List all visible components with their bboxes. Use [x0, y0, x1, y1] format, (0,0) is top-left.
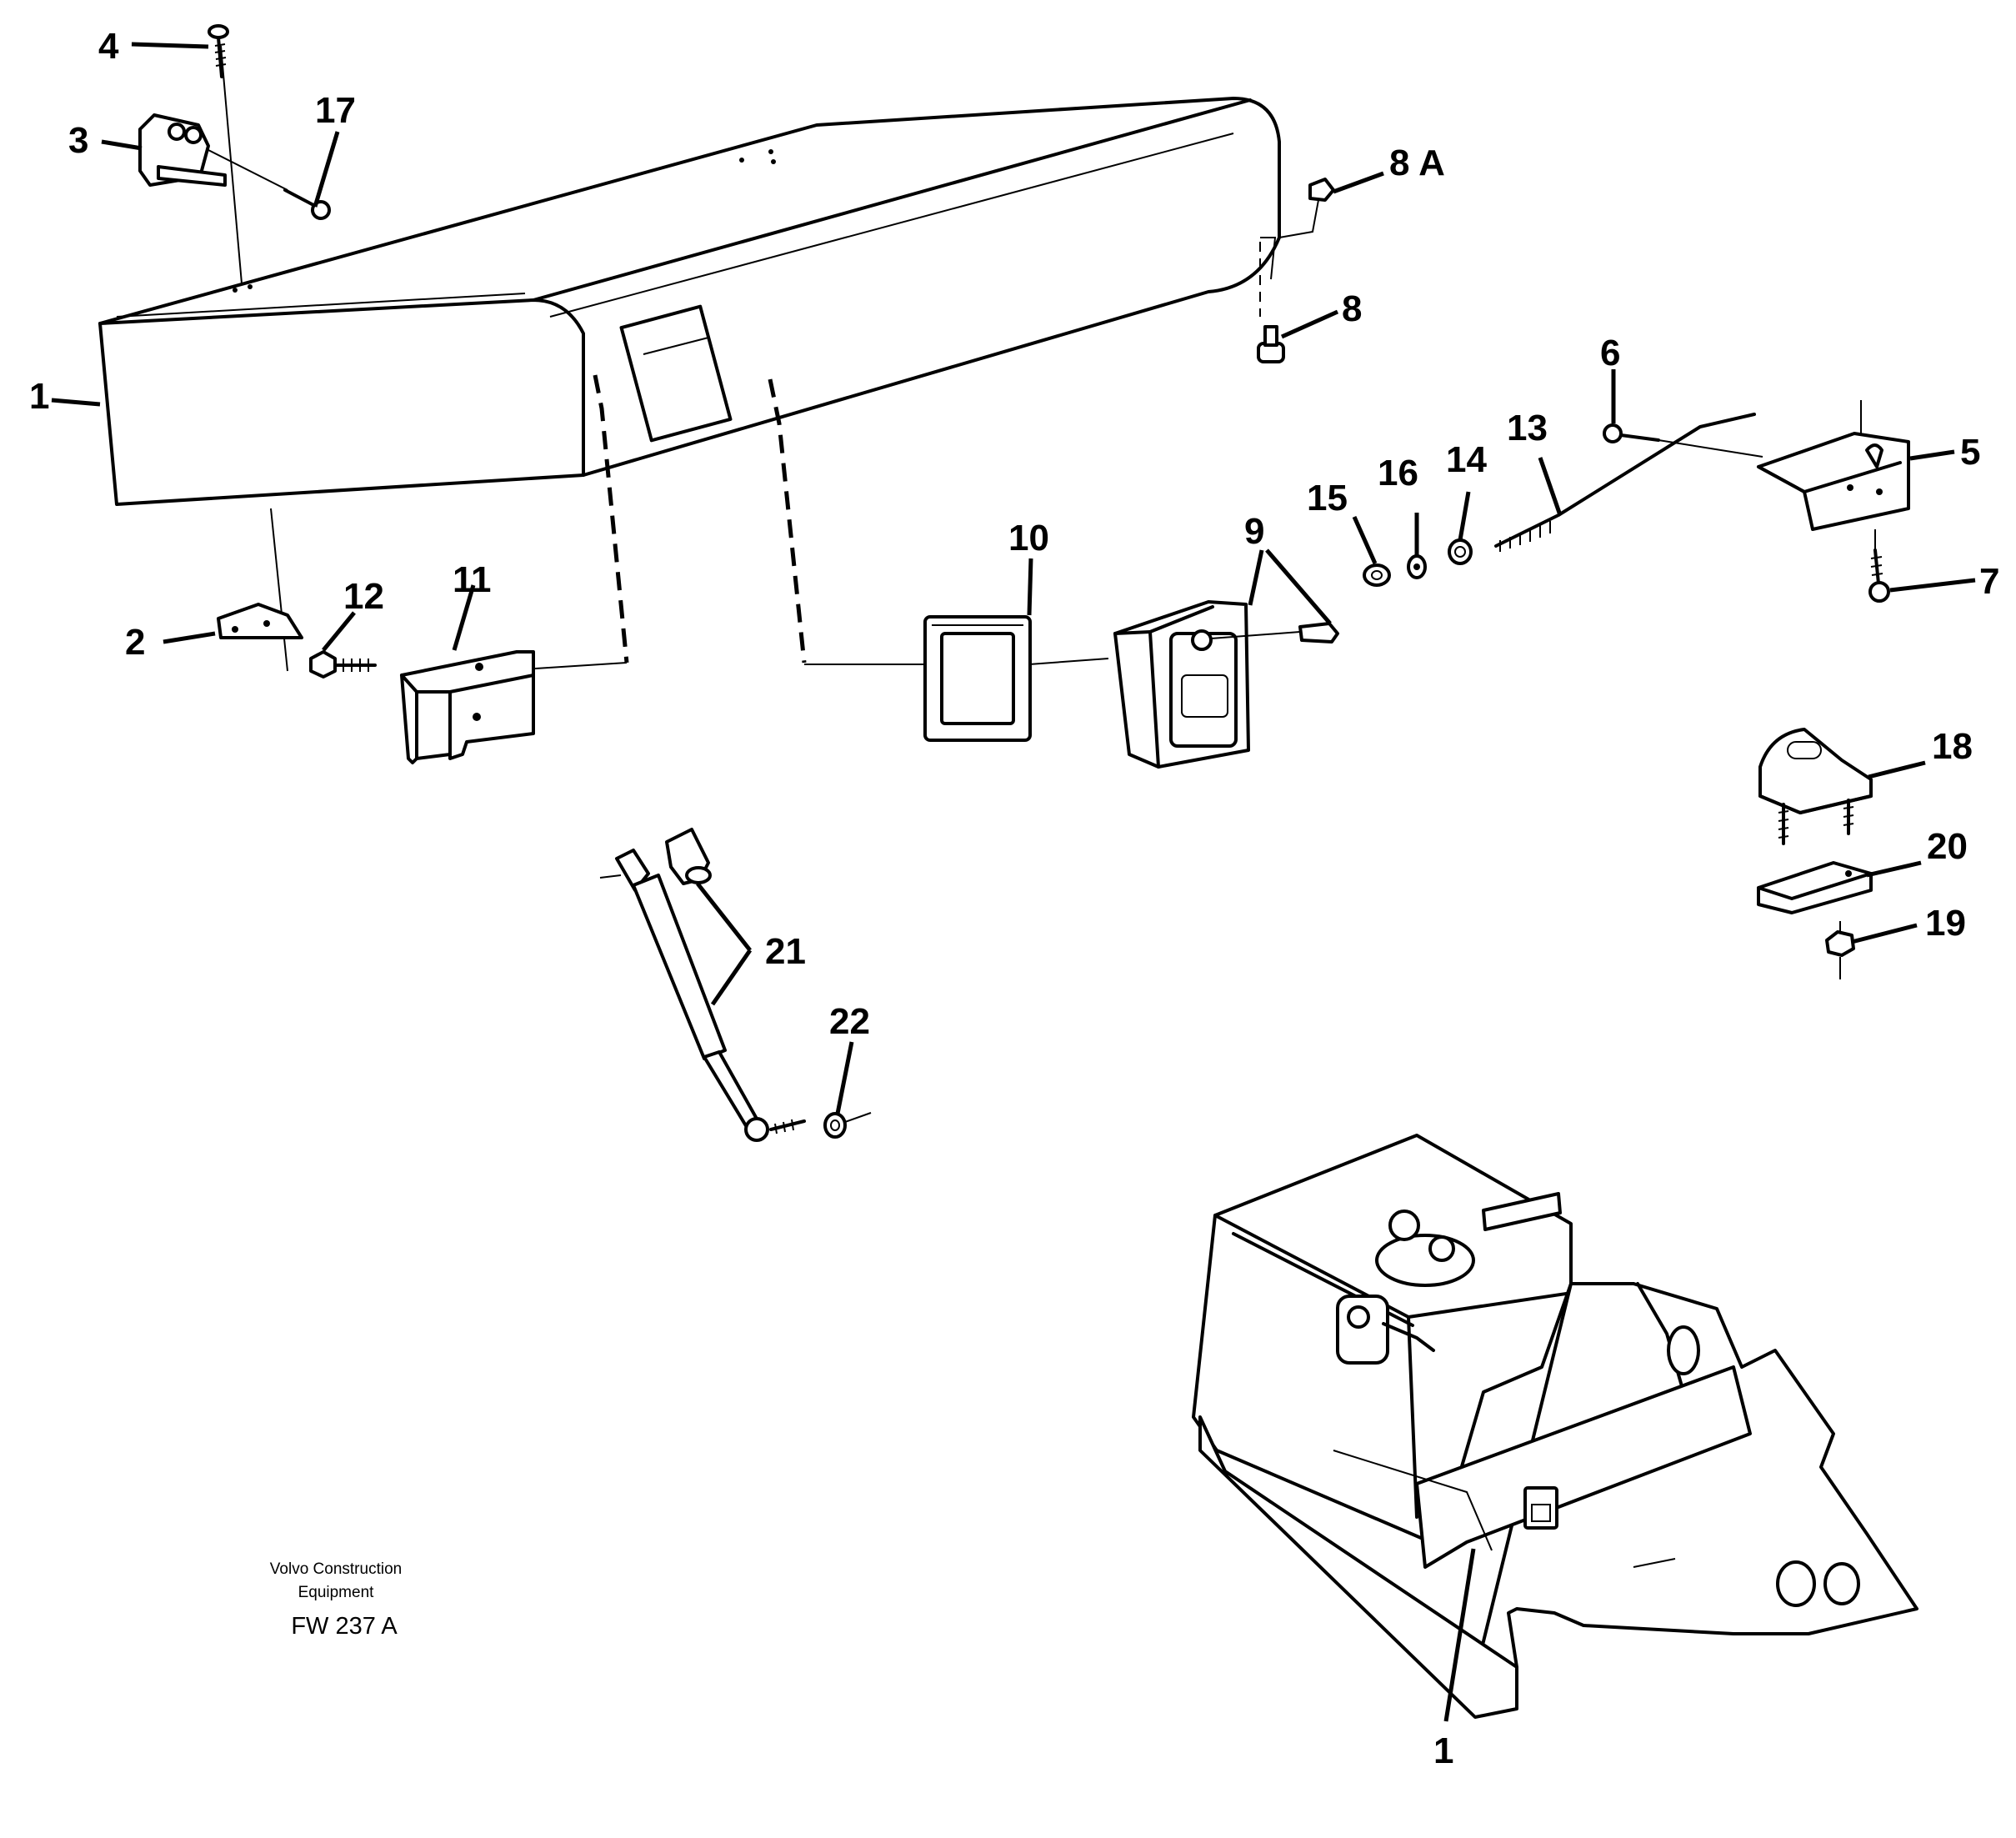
callout-9: 9 [1244, 511, 1264, 552]
leader-12 [322, 611, 356, 652]
callout-20: 20 [1927, 826, 1968, 867]
leader-8a [1333, 171, 1384, 194]
bolt-12 [309, 650, 377, 679]
machine-overview [1192, 1134, 1918, 1719]
leader-9b [1265, 548, 1332, 625]
leader-2 [163, 631, 216, 644]
callout-8: 8 [1342, 288, 1362, 329]
callout-10: 10 [1008, 518, 1049, 558]
assembly-line-gasket-latch [1028, 658, 1109, 665]
plate-20 [1757, 861, 1873, 914]
callout-11: 11 [453, 559, 492, 600]
nut-19 [1825, 921, 1855, 979]
leader-7 [1889, 578, 1976, 593]
callout-5: 5 [1960, 432, 1980, 473]
bracket-18 [1758, 728, 1873, 845]
callout-2: 2 [125, 622, 145, 663]
latch-handle-9 [1113, 600, 1301, 769]
leader-8 [1280, 309, 1339, 339]
leader-1-top [51, 398, 101, 407]
leader-4 [131, 42, 209, 49]
assembly-dashed-line-left [593, 374, 629, 664]
rubber-buffer-8 [1257, 325, 1285, 363]
leader-18 [1868, 760, 1926, 779]
gas-strut-21 [599, 828, 806, 1142]
leader-19 [1851, 923, 1918, 944]
credit-line-1: Volvo Construction [270, 1560, 402, 1578]
leader-lines [51, 42, 1976, 1722]
hood-cover [98, 97, 1281, 506]
washer-16 [1407, 554, 1427, 579]
bracket-axis-line [270, 508, 288, 672]
callout-13: 13 [1507, 408, 1548, 448]
leader-11 [452, 584, 476, 651]
nut-15 [1363, 563, 1391, 587]
key-9 [1298, 622, 1339, 644]
leader-13 [1538, 457, 1563, 516]
leader-15 [1352, 515, 1378, 565]
callout-19: 19 [1925, 903, 1966, 944]
leader-9a [1248, 549, 1264, 606]
callout-14: 14 [1446, 439, 1487, 480]
leader-10 [1027, 558, 1033, 616]
striker-bracket-11 [400, 650, 535, 764]
callout-21: 21 [765, 931, 806, 972]
washer-22 [823, 1112, 872, 1139]
callout-18: 18 [1932, 726, 1973, 767]
leader-1-bottom [1443, 1548, 1476, 1722]
callout-22: 22 [829, 1001, 870, 1042]
hinge [138, 113, 227, 187]
nut-14 [1448, 538, 1473, 565]
callout-labels: 1 2 3 4 17 8 A 8 6 5 7 13 14 16 15 9 10 … [29, 26, 1999, 1771]
callout-17: 17 [315, 90, 356, 131]
leader-20 [1866, 860, 1922, 878]
bracket-5 [1757, 400, 1910, 531]
callout-15: 15 [1307, 478, 1348, 518]
callout-7: 7 [1979, 561, 1999, 602]
callout-1-bottom: 1 [1433, 1730, 1453, 1771]
screw-7 [1868, 529, 1890, 603]
assembly-dashed-line-right [768, 378, 807, 664]
leader-21a [696, 882, 752, 952]
callout-8a: 8 A [1389, 143, 1445, 183]
figure-id: FW 237 A [291, 1613, 398, 1640]
credit-block: Volvo Construction Equipment FW 237 A [270, 1560, 402, 1640]
nut-8a [1278, 178, 1335, 238]
callout-1-top: 1 [29, 376, 49, 417]
screw-4 [208, 24, 229, 78]
gasket-10 [923, 615, 1032, 742]
leader-3 [101, 139, 143, 151]
leader-21b [710, 949, 753, 1006]
screw-6 [1603, 423, 1763, 458]
callout-16: 16 [1378, 453, 1418, 493]
hinge-axis-line [220, 45, 243, 284]
callout-3: 3 [68, 120, 88, 161]
leader-5 [1909, 449, 1955, 461]
callout-6: 6 [1600, 333, 1620, 373]
leader-17 [313, 131, 340, 208]
bracket-2 [217, 603, 303, 639]
rod-13 [1494, 413, 1756, 552]
leader-14 [1458, 491, 1471, 541]
callout-12: 12 [343, 576, 384, 617]
leader-22 [835, 1041, 854, 1114]
credit-line-2: Equipment [298, 1584, 375, 1601]
callout-4: 4 [98, 26, 119, 67]
